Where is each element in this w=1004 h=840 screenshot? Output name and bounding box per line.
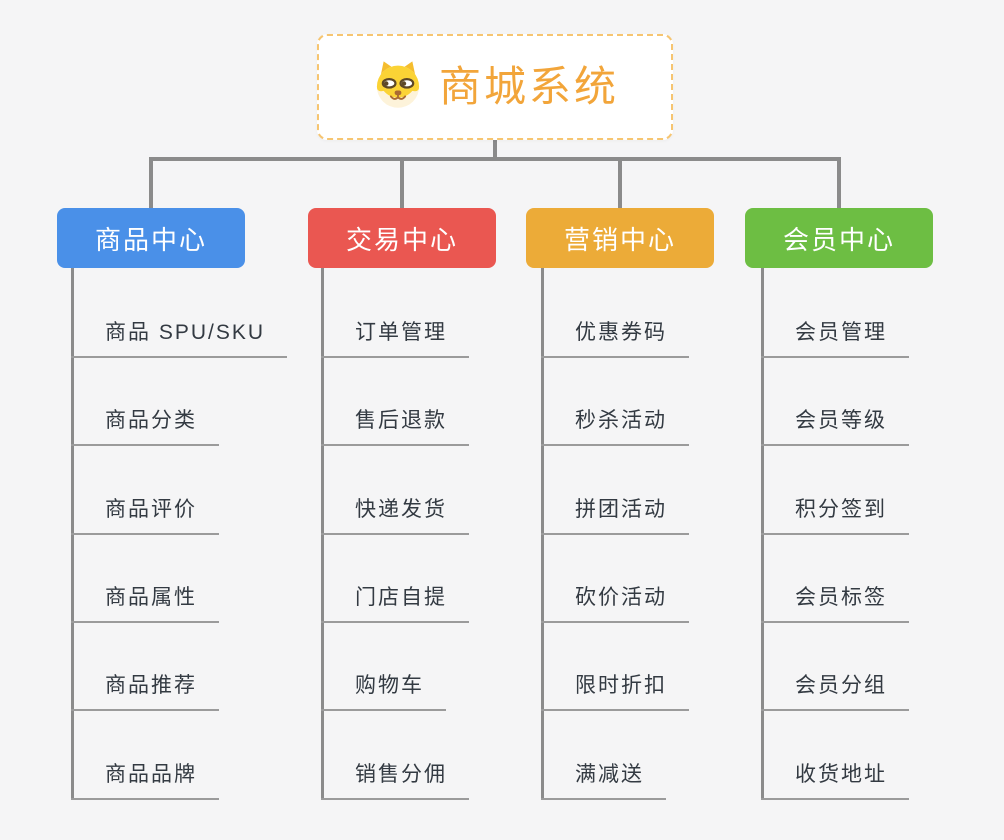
topic-node[interactable]: 积分签到 [761,495,909,535]
connector-horizontal [149,157,841,161]
connector-drop-branch-4 [837,159,841,209]
topic-node[interactable]: 会员分组 [761,671,909,711]
topic-node[interactable]: 快递发货 [321,495,469,535]
topic-node[interactable]: 秒杀活动 [541,406,689,446]
topic-node[interactable]: 门店自提 [321,583,469,623]
topic-node[interactable]: 购物车 [321,671,446,711]
connector-drop-branch-3 [618,159,622,209]
branch-node-product-center[interactable]: 商品中心 [57,208,245,268]
topic-node[interactable]: 商品分类 [71,406,219,446]
branch-node-trade-center[interactable]: 交易中心 [308,208,496,268]
root-node[interactable]: 商城系统 [317,34,673,140]
topic-node[interactable]: 拼团活动 [541,495,689,535]
connector-root-drop [493,138,497,159]
topic-node[interactable]: 销售分佣 [321,760,469,800]
topic-node[interactable]: 商品品牌 [71,760,219,800]
topic-node[interactable]: 会员管理 [761,318,909,358]
topic-node[interactable]: 订单管理 [321,318,469,358]
doge-icon [371,58,425,117]
connector-drop-branch-2 [400,159,404,209]
topic-node[interactable]: 收货地址 [761,760,909,800]
root-title: 商城系统 [438,63,619,110]
topic-node[interactable]: 优惠券码 [541,318,689,358]
topic-node[interactable]: 商品推荐 [71,671,219,711]
topic-node[interactable]: 满减送 [541,760,666,800]
branch-node-marketing-center[interactable]: 营销中心 [526,208,714,268]
topic-node[interactable]: 砍价活动 [541,583,689,623]
topic-node[interactable]: 商品属性 [71,583,219,623]
topic-node[interactable]: 会员等级 [761,406,909,446]
connector-drop-branch-1 [149,159,153,209]
topic-node[interactable]: 售后退款 [321,406,469,446]
topic-node[interactable]: 商品评价 [71,495,219,535]
topic-node[interactable]: 会员标签 [761,583,909,623]
branch-node-member-center[interactable]: 会员中心 [745,208,933,268]
topic-node[interactable]: 限时折扣 [541,671,689,711]
topic-node[interactable]: 商品 SPU/SKU [71,318,288,358]
